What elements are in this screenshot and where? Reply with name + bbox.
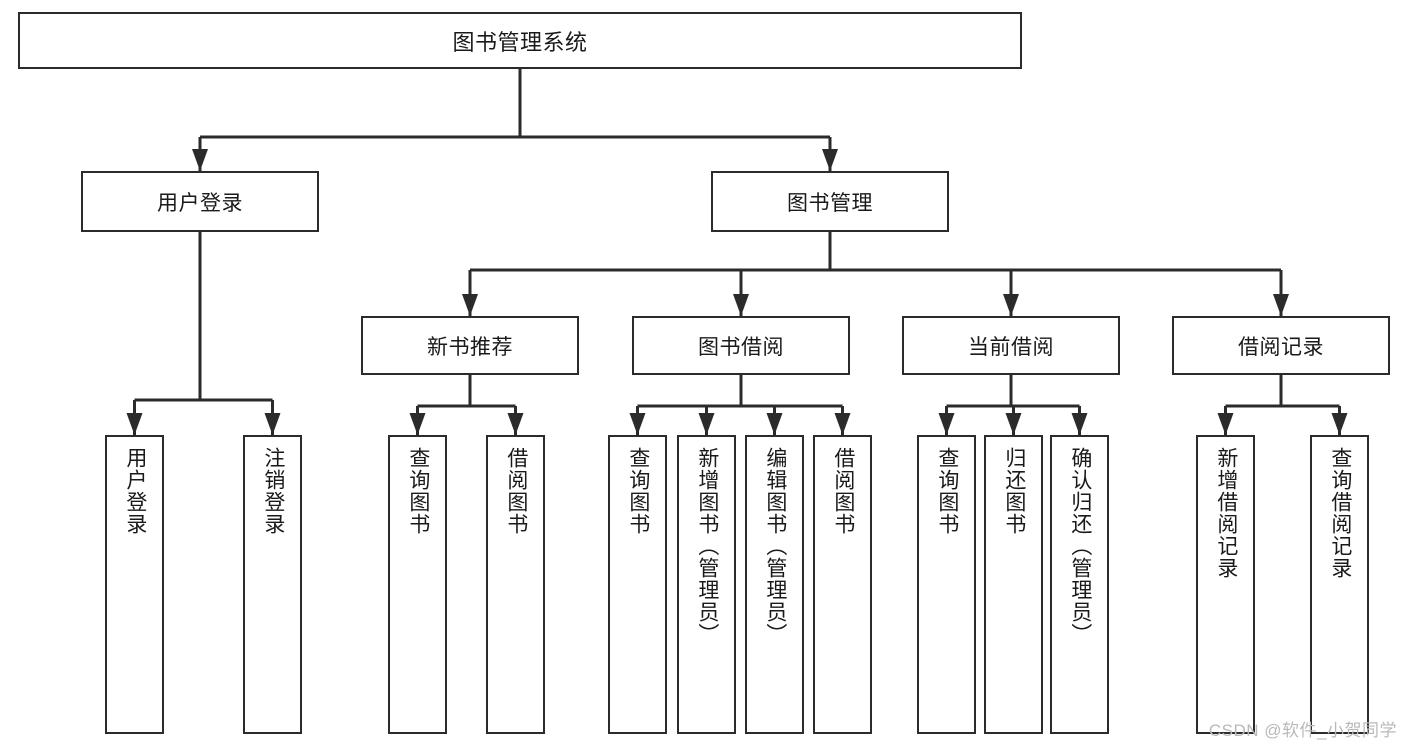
node-leaf-add-book-label: 新增图书（管理员） [695,447,719,645]
arrowhead-book-manage-to-borrow-record [1273,294,1289,316]
arrowhead-root-to-book-manage [822,149,838,171]
arrowhead-book-manage-to-current-borrow [1003,294,1019,316]
node-leaf-query-book-cb[interactable]: 查询图书 [917,435,976,734]
node-leaf-borrow-book-bb[interactable]: 借阅图书 [813,435,872,734]
node-leaf-add-book[interactable]: 新增图书（管理员） [677,435,736,734]
node-leaf-borrow-book-bb-label: 借阅图书 [831,447,855,535]
arrowhead-user-login-to-leaf-user-logout [264,413,281,435]
node-leaf-add-record[interactable]: 新增借阅记录 [1196,435,1255,734]
node-leaf-add-record-label: 新增借阅记录 [1214,447,1238,579]
arrowhead-book-borrow-to-leaf-edit-book [766,413,783,435]
node-leaf-confirm-return[interactable]: 确认归还（管理员） [1050,435,1109,734]
node-root-book-management-system[interactable]: 图书管理系统 [18,12,1022,69]
node-leaf-user-login-label: 用户登录 [123,447,147,535]
node-book-manage[interactable]: 图书管理 [711,171,949,232]
node-leaf-confirm-return-label: 确认归还（管理员） [1068,447,1092,645]
arrowhead-new-book-rec-to-leaf-borrow-book-rec [507,413,524,435]
node-borrow-record[interactable]: 借阅记录 [1172,316,1390,375]
node-leaf-user-logout-label: 注销登录 [261,447,285,535]
arrowhead-current-borrow-to-leaf-query-book-cb [938,413,955,435]
node-leaf-user-login[interactable]: 用户登录 [105,435,164,734]
arrowhead-book-manage-to-new-book-rec [462,294,478,316]
node-leaf-query-book-bb[interactable]: 查询图书 [608,435,667,734]
node-leaf-return-book-label: 归还图书 [1002,447,1026,535]
arrowhead-root-to-user-login [192,149,208,171]
node-book-borrow[interactable]: 图书借阅 [632,316,850,375]
node-new-book-rec[interactable]: 新书推荐 [361,316,579,375]
node-leaf-query-book-rec-label: 查询图书 [406,447,430,535]
node-leaf-edit-book-label: 编辑图书（管理员） [763,447,787,645]
node-leaf-query-record-label: 查询借阅记录 [1328,447,1352,579]
node-leaf-edit-book[interactable]: 编辑图书（管理员） [745,435,804,734]
node-leaf-return-book[interactable]: 归还图书 [984,435,1043,734]
node-leaf-query-book-bb-label: 查询图书 [626,447,650,535]
arrowhead-book-borrow-to-leaf-borrow-book-bb [834,413,851,435]
node-leaf-borrow-book-rec[interactable]: 借阅图书 [486,435,545,734]
node-user-login[interactable]: 用户登录 [81,171,319,232]
node-leaf-query-book-rec[interactable]: 查询图书 [388,435,447,734]
arrowhead-book-borrow-to-leaf-query-book-bb [629,413,646,435]
arrowhead-current-borrow-to-leaf-confirm-return [1071,413,1088,435]
node-leaf-query-book-cb-label: 查询图书 [935,447,959,535]
node-current-borrow[interactable]: 当前借阅 [902,316,1120,375]
arrowhead-user-login-to-leaf-user-login [126,413,143,435]
node-leaf-query-record[interactable]: 查询借阅记录 [1310,435,1369,734]
watermark-text: CSDN @软件_小贺同学 [1208,721,1397,740]
node-leaf-borrow-book-rec-label: 借阅图书 [504,447,528,535]
arrowhead-new-book-rec-to-leaf-query-book-rec [409,413,426,435]
node-leaf-user-logout[interactable]: 注销登录 [243,435,302,734]
arrowhead-borrow-record-to-leaf-add-record [1217,413,1234,435]
arrowhead-borrow-record-to-leaf-query-record [1331,413,1348,435]
arrowhead-book-manage-to-book-borrow [733,294,749,316]
arrowhead-current-borrow-to-leaf-return-book [1005,413,1022,435]
arrowhead-book-borrow-to-leaf-add-book [698,413,715,435]
